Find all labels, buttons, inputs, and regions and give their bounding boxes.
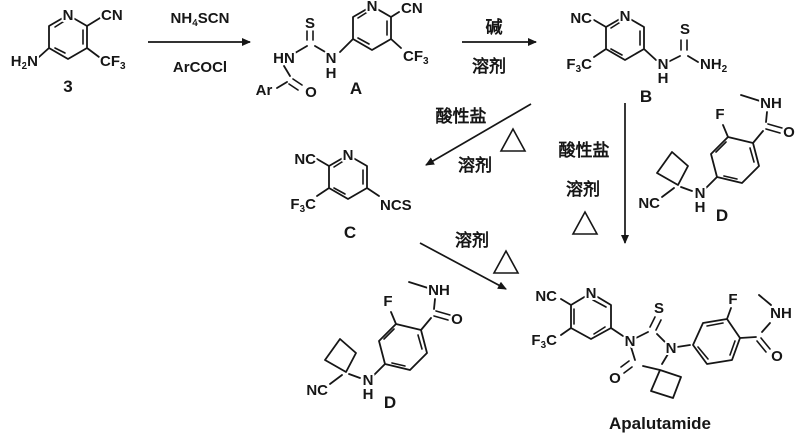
product-ring-nitrogen-label: N xyxy=(586,285,597,302)
step-3-arrow xyxy=(425,103,532,166)
product-double-bonds xyxy=(573,299,771,374)
step-5-arrow xyxy=(419,242,507,290)
compound-d-lower-fluoro-label: F xyxy=(383,293,392,310)
compound-d-lower-tag: D xyxy=(384,393,396,412)
compound-3-structure: N CN CF3 H2N 3 xyxy=(9,5,128,96)
compound-d-upper-bonds xyxy=(656,94,768,198)
heat-triangle-icon xyxy=(571,210,599,235)
compound-d-upper-carbonyl-o-label: O xyxy=(783,124,795,141)
product-ring-carbonyl-o-label: O xyxy=(609,370,621,387)
compound-3-tag: 3 xyxy=(63,77,72,96)
product-amide-o-label: O xyxy=(771,348,783,365)
compound-3-double-bonds xyxy=(54,19,84,54)
compound-b-nh-h-label: H xyxy=(658,70,669,87)
product-amide-nh-label: NH xyxy=(770,305,792,322)
compound-c-double-bonds xyxy=(333,159,364,195)
compound-d-lower-double-bonds xyxy=(383,310,451,367)
compound-d-lower-structure: F NH O N H NC D xyxy=(304,280,465,412)
compound-3-amine-label: H2N xyxy=(11,53,38,72)
compound-d-lower-aniline-n-label: N xyxy=(363,372,374,389)
heat-triangle-icon xyxy=(499,127,527,152)
product-name-label: Apalutamide xyxy=(609,414,711,433)
compound-a-double-bonds xyxy=(288,10,388,91)
compound-b-tag: B xyxy=(640,87,652,106)
compound-b-cf3-label: F3C xyxy=(566,56,592,75)
product-cf3-label: F3C xyxy=(531,332,557,351)
compound-b-nitrile-label: NC xyxy=(570,10,592,27)
compound-b-bonds xyxy=(593,15,699,63)
step-4: 酸性盐 溶剂 xyxy=(559,103,629,244)
compound-c-structure: N NC F3C NCS C xyxy=(288,145,413,242)
compound-a-cf3-label: CF3 xyxy=(403,48,429,67)
compound-c-nitrile-label: NC xyxy=(294,151,316,168)
product-nitrile-label: NC xyxy=(535,288,557,305)
compound-a-structure: N CN CF3 S HN N H Ar O A xyxy=(254,0,431,103)
step-2-reagent-below: 溶剂 xyxy=(472,56,506,76)
compound-a-bonds xyxy=(276,5,402,89)
compound-3-cf3-label: CF3 xyxy=(100,53,126,72)
compound-d-upper-tag: D xyxy=(716,206,728,225)
compound-d-upper-aniline-h-label: H xyxy=(695,199,706,216)
heat-triangle-icon xyxy=(492,249,520,274)
compound-a-carbonyl-o-label: O xyxy=(305,84,317,101)
compound-b-structure: N NC F3C N H S NH2 B xyxy=(564,6,729,106)
compound-3-ring-nitrogen-label: N xyxy=(63,7,74,24)
compound-d-lower-nitrile-label: NC xyxy=(306,382,328,399)
compound-d-upper-aniline-n-label: N xyxy=(695,185,706,202)
compound-a-nh-h-label: H xyxy=(326,65,337,82)
compound-d-upper-fluoro-label: F xyxy=(715,106,724,123)
product-hydantoin-n1-label: N xyxy=(625,333,636,350)
step-1: NH4SCN ArCOCl xyxy=(148,8,251,78)
compound-d-upper-nitrile-label: NC xyxy=(638,195,660,212)
compound-b-ring-nitrogen-label: N xyxy=(620,8,631,25)
product-fluoro-label: F xyxy=(728,291,737,308)
compound-a-nitrile-label: CN xyxy=(401,0,423,17)
compound-b-nh2-label: NH2 xyxy=(700,56,728,75)
step-3-reagent: 酸性盐 xyxy=(436,106,487,126)
compound-a-nh-n-label: N xyxy=(326,50,337,67)
compound-a-hn-label: HN xyxy=(273,50,295,67)
step-1-reagent-above: NH4SCN xyxy=(171,10,230,29)
step-4-reagent: 酸性盐 xyxy=(559,140,610,160)
step-5: 溶剂 xyxy=(419,230,520,290)
compound-a-ring-nitrogen-label: N xyxy=(367,0,378,15)
compound-c-ring-nitrogen-label: N xyxy=(343,147,354,164)
compound-3-bonds xyxy=(38,14,101,60)
step-2: 碱 溶剂 xyxy=(462,17,537,76)
compound-b-thiocarbonyl-s-label: S xyxy=(680,21,690,38)
step-3: 酸性盐 溶剂 xyxy=(425,103,532,175)
compound-c-isothiocyanate-label: NCS xyxy=(380,197,412,214)
compound-d-lower-amide-nh-label: NH xyxy=(428,282,450,299)
compound-b-nh-n-label: N xyxy=(658,56,669,73)
compound-d-upper-structure: F NH O N H NC D xyxy=(636,93,797,225)
step-2-reagent-above: 碱 xyxy=(486,17,503,37)
step-4-solvent: 溶剂 xyxy=(566,179,600,199)
compound-a-tag: A xyxy=(350,79,362,98)
compound-a-thiocarbonyl-s-label: S xyxy=(305,15,315,32)
compound-d-lower-bonds xyxy=(324,281,436,385)
compound-c-cf3-label: F3C xyxy=(290,196,316,215)
product-hydantoin-n3-label: N xyxy=(666,340,677,357)
step-3-solvent: 溶剂 xyxy=(458,155,492,175)
compound-d-upper-double-bonds xyxy=(715,123,783,180)
product-thiocarbonyl-s-label: S xyxy=(654,300,664,317)
step-5-solvent: 溶剂 xyxy=(455,230,489,250)
compound-b-double-bonds xyxy=(610,20,688,56)
product-apalutamide-structure: N NC F3C N S N O F NH O Apalutamide xyxy=(529,283,793,433)
product-bonds xyxy=(560,292,772,399)
compound-c-bonds xyxy=(316,154,380,200)
compound-d-lower-aniline-h-label: H xyxy=(363,386,374,403)
compound-d-lower-carbonyl-o-label: O xyxy=(451,311,463,328)
compound-d-upper-amide-nh-label: NH xyxy=(760,95,782,112)
compound-c-tag: C xyxy=(344,223,356,242)
compound-a-aryl-label: Ar xyxy=(256,82,273,99)
compound-3-nitrile-label: CN xyxy=(101,7,123,24)
step-1-reagent-below: ArCOCl xyxy=(173,59,227,76)
